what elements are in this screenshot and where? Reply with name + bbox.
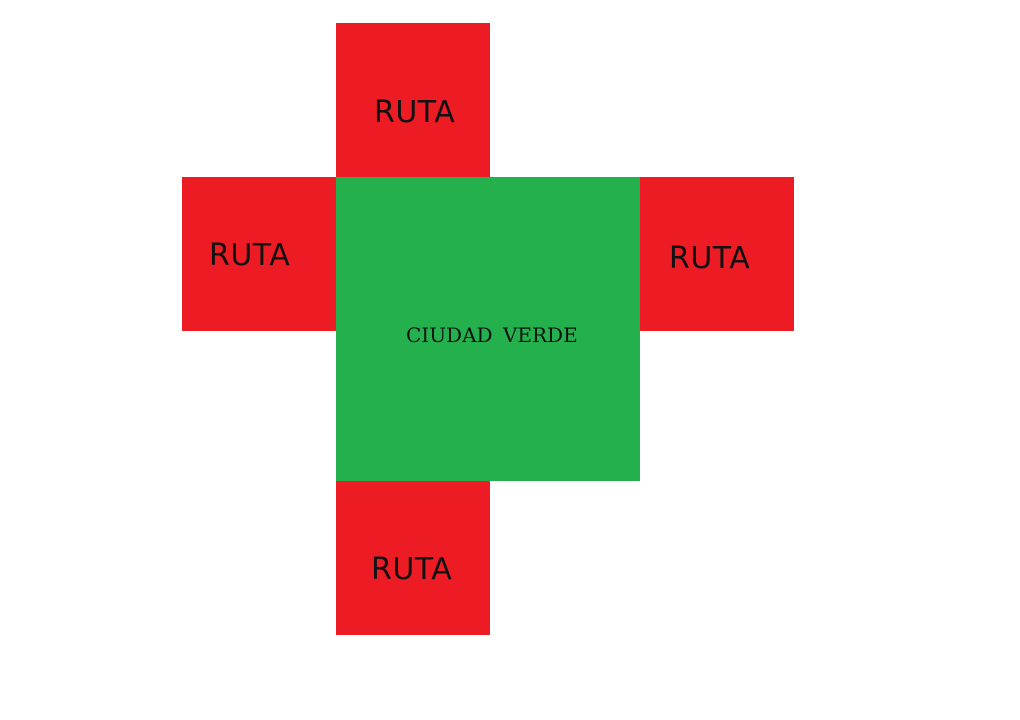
route-label-bottom: RUTA (371, 552, 453, 587)
route-block-bottom: RUTA (336, 481, 490, 635)
route-block-right: RUTA (640, 177, 794, 331)
city-block-center: CIUDAD VERDE (336, 177, 640, 481)
city-label: CIUDAD VERDE (406, 323, 578, 347)
route-block-left: RUTA (182, 177, 336, 331)
route-block-top: RUTA (336, 23, 490, 177)
route-label-top: RUTA (374, 95, 456, 130)
route-label-left: RUTA (209, 238, 291, 273)
route-label-right: RUTA (669, 241, 751, 276)
